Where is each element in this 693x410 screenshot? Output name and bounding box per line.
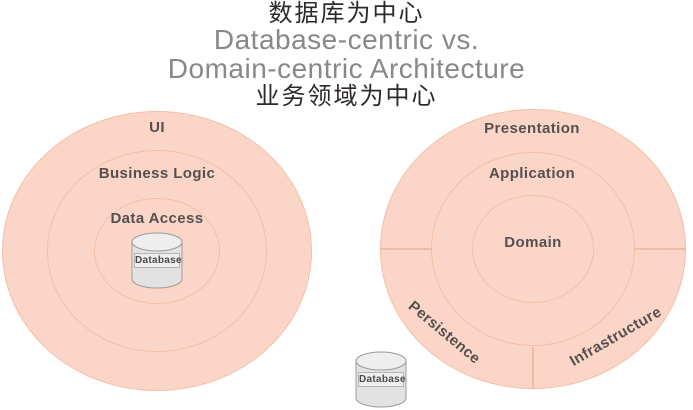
sector-divider-left [381,248,432,250]
database-label: Database [358,372,406,387]
diagram-title: Database-centric vs. Domain-centric Arch… [0,25,693,83]
ring-label-business-logic: Business Logic [98,165,216,182]
ring-label-data-access: Data Access [110,210,204,227]
database-cylinder-icon: Database [131,232,183,289]
external-database-cylinder-icon: Database [355,351,407,408]
ring-domain [472,195,594,303]
sector-divider-right [634,248,685,250]
database-label: Database [134,253,182,268]
sector-divider-bottom [532,347,534,388]
title-line-2: Domain-centric Architecture [167,53,526,84]
title-line-1: Database-centric vs. [213,24,480,55]
caption-domain-centric: 业务领域为中心 [255,83,438,110]
ring-label-application: Application [488,165,576,182]
ring-label-presentation: Presentation [484,120,580,137]
caption-database-centric: 数据库为中心 [268,0,425,27]
ring-label-ui: UI [149,119,165,136]
ring-label-domain: Domain [504,234,562,251]
